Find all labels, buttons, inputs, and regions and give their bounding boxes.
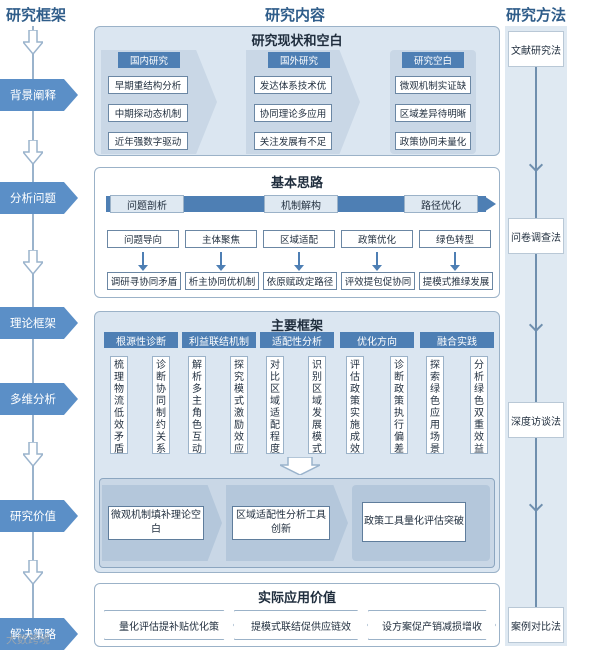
col-head-adapt: 适配性分析: [260, 332, 334, 348]
apply-item: 提模式联结促供应链效: [234, 610, 368, 640]
down-arrow-icon: [23, 250, 43, 274]
node-analyze-problem[interactable]: 分析问题: [0, 182, 78, 214]
arrow-down-icon: [372, 252, 382, 271]
foreign-item: 发达体系技术优: [254, 76, 332, 94]
node-background[interactable]: 背景阐释: [0, 79, 78, 111]
section-title: 实际应用价值: [257, 591, 336, 606]
arrow-right-icon: [484, 196, 496, 212]
arrow-down-icon: [294, 252, 304, 271]
idea-detail: 提模式推绿发展: [419, 272, 493, 290]
framework-vertical-text: 探索绿色应用场景: [426, 356, 444, 455]
idea-item: 主体聚焦: [185, 230, 257, 248]
framework-vertical-text: 分析绿色双重效益: [470, 356, 488, 455]
idea-detail: 评效提包促协同: [341, 272, 415, 290]
framework-vertical-text: 识别区域发展模式: [308, 356, 326, 455]
framework-vertical-text: 梳理物流低效矛盾: [110, 356, 128, 455]
method-header: 研究方法: [505, 6, 566, 24]
col-head-optimize: 优化方向: [340, 332, 414, 348]
tag-foreign: 国外研究: [268, 52, 330, 68]
framework-vertical-text: 诊断协同制约关系: [152, 356, 170, 455]
foreign-item: 关注发展有不足: [254, 132, 332, 150]
down-arrow-icon: [23, 140, 43, 164]
tag-domestic: 国内研究: [118, 52, 180, 68]
method-spine: [535, 36, 537, 642]
down-arrow-icon: [280, 457, 320, 475]
section-title: 基本思路: [270, 176, 323, 191]
foreign-item: 协同理论多应用: [254, 104, 332, 122]
stage-problem: 问题剖析: [110, 195, 184, 213]
method-case-comparison[interactable]: 案例对比法: [508, 607, 564, 643]
watermark: 大数跨境: [6, 633, 50, 646]
col-head-root: 根源性诊断: [104, 332, 178, 348]
framework-vertical-text: 解析多主角色互动: [188, 356, 206, 455]
node-multidimensional[interactable]: 多维分析: [0, 383, 78, 415]
idea-detail: 调研寻协同矛盾: [107, 272, 181, 290]
arrow-down-icon: [138, 252, 148, 271]
stage-mechanism: 机制解构: [264, 195, 338, 213]
framework-header: 研究框架: [5, 6, 66, 24]
idea-detail: 析主协同优机制: [185, 272, 259, 290]
down-arrow-icon: [23, 30, 43, 54]
gap-item: 政策协同未量化: [395, 132, 471, 150]
gap-item: 区域差异待明晰: [395, 104, 471, 122]
idea-item: 政策优化: [341, 230, 413, 248]
framework-vertical-text: 评估政策实施成效: [346, 356, 364, 455]
section-title: 主要框架: [270, 319, 323, 334]
node-research-value[interactable]: 研究价值: [0, 500, 78, 532]
down-arrow-icon: [23, 560, 43, 584]
tag-gap: 研究空白: [402, 52, 464, 68]
arrow-down-icon: [450, 252, 460, 271]
down-arrow-icon: [23, 442, 43, 466]
content-header: 研究内容: [264, 6, 325, 24]
result-micro: 微观机制填补理论空白: [108, 506, 204, 540]
apply-item: 设方案促产销减损增收: [368, 610, 496, 640]
idea-item: 区域适配: [263, 230, 335, 248]
domestic-item: 中期探动态机制: [108, 104, 188, 122]
node-solution[interactable]: 解决策略: [0, 618, 78, 650]
method-literature[interactable]: 文献研究法: [508, 31, 564, 67]
section-title: 研究现状和空白: [251, 34, 343, 49]
idea-item: 问题导向: [107, 230, 179, 248]
idea-detail: 依原赋政定路径: [263, 272, 337, 290]
method-interview[interactable]: 深度访谈法: [508, 402, 564, 438]
domestic-item: 近年强数字驱动: [108, 132, 188, 150]
framework-vertical-text: 诊断政策执行偏差: [390, 356, 408, 455]
domestic-item: 早期重结构分析: [108, 76, 188, 94]
result-region: 区域适配性分析工具创新: [232, 506, 330, 540]
framework-vertical-text: 探究模式激励效应: [230, 356, 248, 455]
col-head-fusion: 融合实践: [420, 332, 494, 348]
result-policy: 政策工具量化评估突破: [362, 502, 466, 542]
apply-item: 量化评估提补贴优化策: [104, 610, 234, 640]
idea-item: 绿色转型: [419, 230, 491, 248]
stage-path: 路径优化: [404, 195, 478, 213]
gap-item: 微观机制实证缺: [395, 76, 471, 94]
col-head-interest: 利益联结机制: [182, 332, 256, 348]
arrow-down-icon: [216, 252, 226, 271]
method-questionnaire[interactable]: 问卷调查法: [508, 218, 564, 254]
framework-vertical-text: 对比区域适配程度: [266, 356, 284, 455]
node-theory-framework[interactable]: 理论框架: [0, 307, 78, 339]
